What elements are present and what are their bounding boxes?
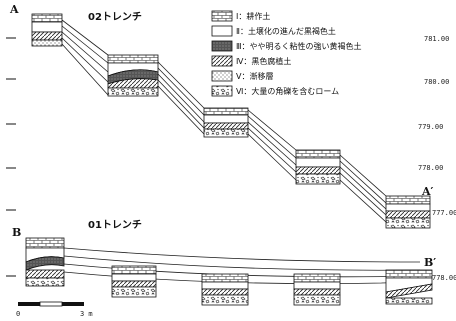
soil-layer-legend: Ⅰ：耕作土 Ⅱ：土壌化の進んだ黒褐色土 Ⅲ：やや明るく粘性の強い黄褐色土 Ⅳ：黒… [211,10,362,97]
elevation-label: 780.00 [424,78,449,86]
trench-02-section: 02トレンチ A A′ [9,3,434,229]
section-start-label-b: B [12,226,21,239]
trench-02-pit-5 [385,195,431,229]
trench-01-pit-5 [385,269,433,305]
trench-01-title: 01トレンチ [88,219,142,231]
legend-swatch-plain [211,25,233,37]
trench-01-pit-3 [201,273,249,306]
section-end-label-a-prime: A′ [421,185,434,198]
left-reference-ticks [6,37,16,277]
elevation-label: 778.00 [432,274,456,282]
trench-01-pit-2 [111,265,157,298]
trench-02-pit-4 [295,149,341,185]
scale-bar: 0 3 m [16,301,93,318]
scale-bar-segment [39,301,63,307]
elevation-labels: 781.00 780.00 779.00 778.00 777.00 778.0… [418,35,456,282]
legend-swatch-dotted [211,70,233,82]
trench-02-slope-lines [61,19,387,223]
trench-01-pit-4 [293,273,341,306]
elevation-label: 778.00 [418,164,443,172]
trench-02-pit-3 [203,107,249,138]
legend-entry: Ⅵ：大量の角礫を含むローム [236,86,339,96]
legend-entry: Ⅳ：黒色腐植土 [236,56,291,66]
legend-swatch-dark [211,40,233,52]
legend-entry: Ⅱ：土壌化の進んだ黒褐色土 [236,26,336,36]
scale-bar-segment [62,302,84,306]
legend-swatch-rubble [211,85,233,97]
legend-swatch-brick [211,10,233,22]
legend-entry: Ⅰ：耕作土 [236,11,270,21]
trench-02-pit-1 [31,13,63,47]
legend-entry: Ⅲ：やや明るく粘性の強い黄褐色土 [236,41,362,51]
scale-bar-end-label: 3 m [80,310,93,318]
elevation-label: 781.00 [424,35,449,43]
section-end-label-b-prime: B′ [424,256,436,269]
elevation-label: 777.00 [432,209,456,217]
section-start-label-a: A [9,3,19,16]
trench-01-pit-1 [25,237,65,287]
legend-entry: Ⅴ：漸移層 [236,71,273,81]
scale-bar-zero-label: 0 [16,310,20,318]
legend-swatch-hatched [211,55,233,67]
trench-01-section: 01トレンチ B B′ [12,219,436,306]
elevation-label: 779.00 [418,123,443,131]
trench-02-title: 02トレンチ [88,11,142,23]
scale-bar-segment [18,302,40,306]
trench-02-pit-2 [107,54,159,97]
